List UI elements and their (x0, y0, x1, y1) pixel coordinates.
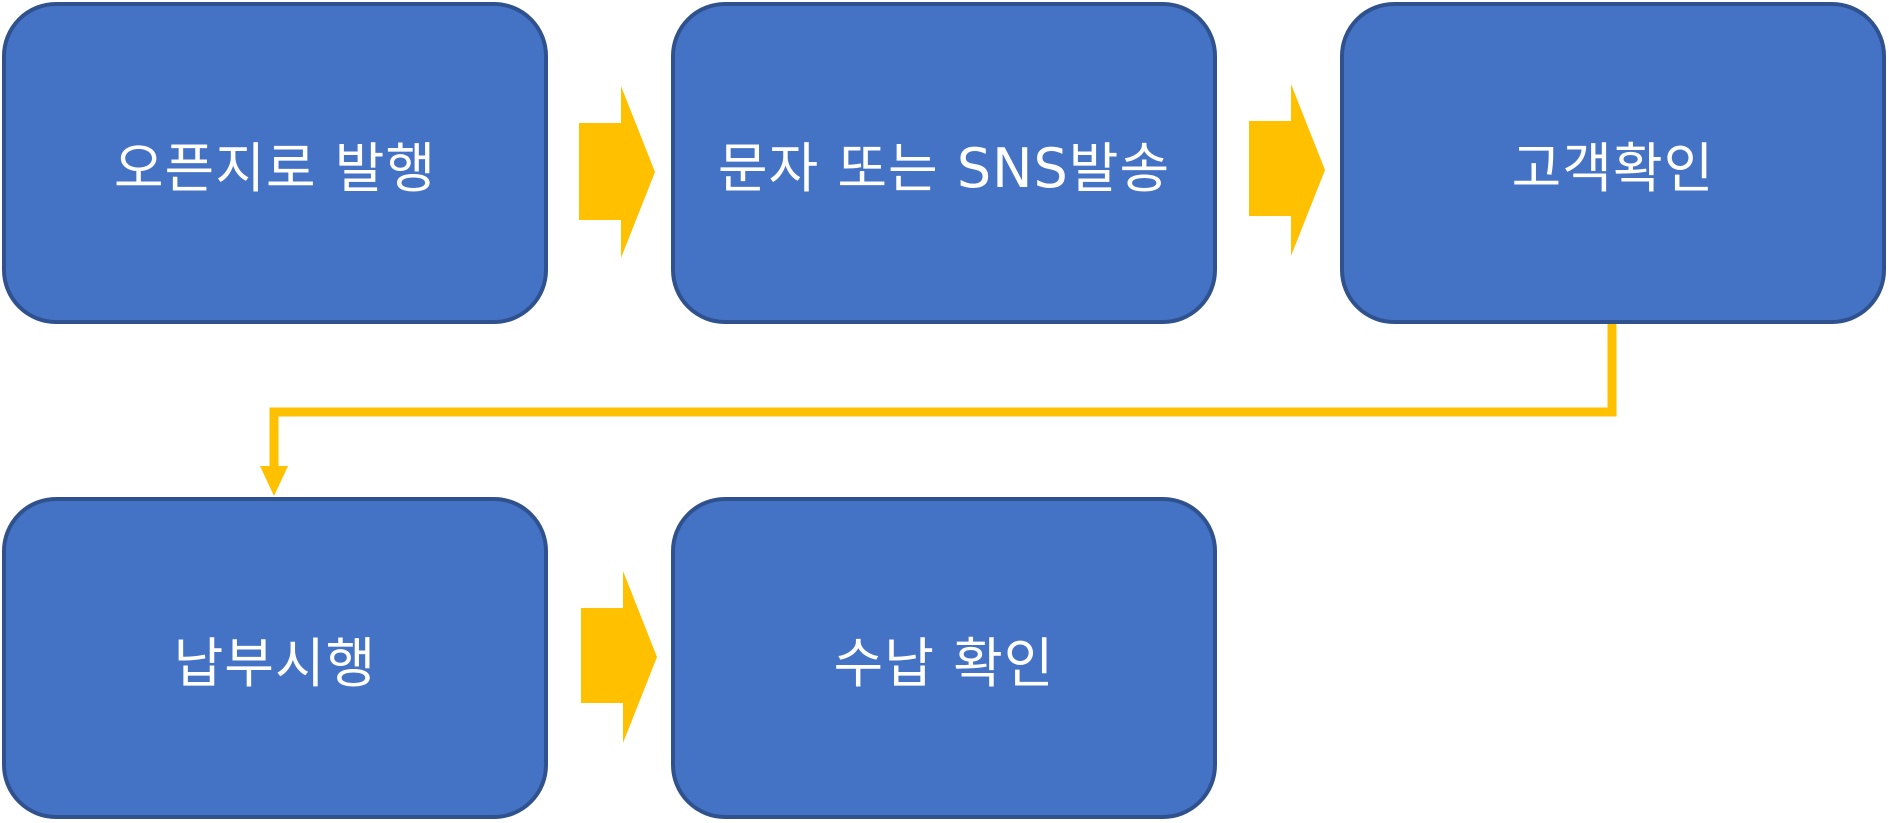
arrowhead-down-icon (260, 466, 288, 496)
block-arrow-right-icon (581, 571, 657, 743)
step-box-open-giro-issue: 오픈지로 발행 (2, 2, 548, 324)
step-label: 납부시행 (173, 631, 377, 695)
elbow-connector-line (269, 324, 1617, 468)
step-box-payment: 납부시행 (2, 497, 548, 819)
block-arrow-right-icon (579, 86, 655, 258)
step-label: 고객확인 (1511, 136, 1715, 200)
step-label: 문자 또는 SNS발송 (717, 136, 1171, 200)
step-box-sms-sns-send: 문자 또는 SNS발송 (671, 2, 1217, 324)
step-label: 수납 확인 (833, 631, 1055, 695)
step-label: 오픈지로 발행 (113, 136, 437, 200)
block-arrow-right-icon (1249, 84, 1325, 256)
step-box-customer-confirm: 고객확인 (1340, 2, 1886, 324)
step-box-receipt-confirm: 수납 확인 (671, 497, 1217, 819)
